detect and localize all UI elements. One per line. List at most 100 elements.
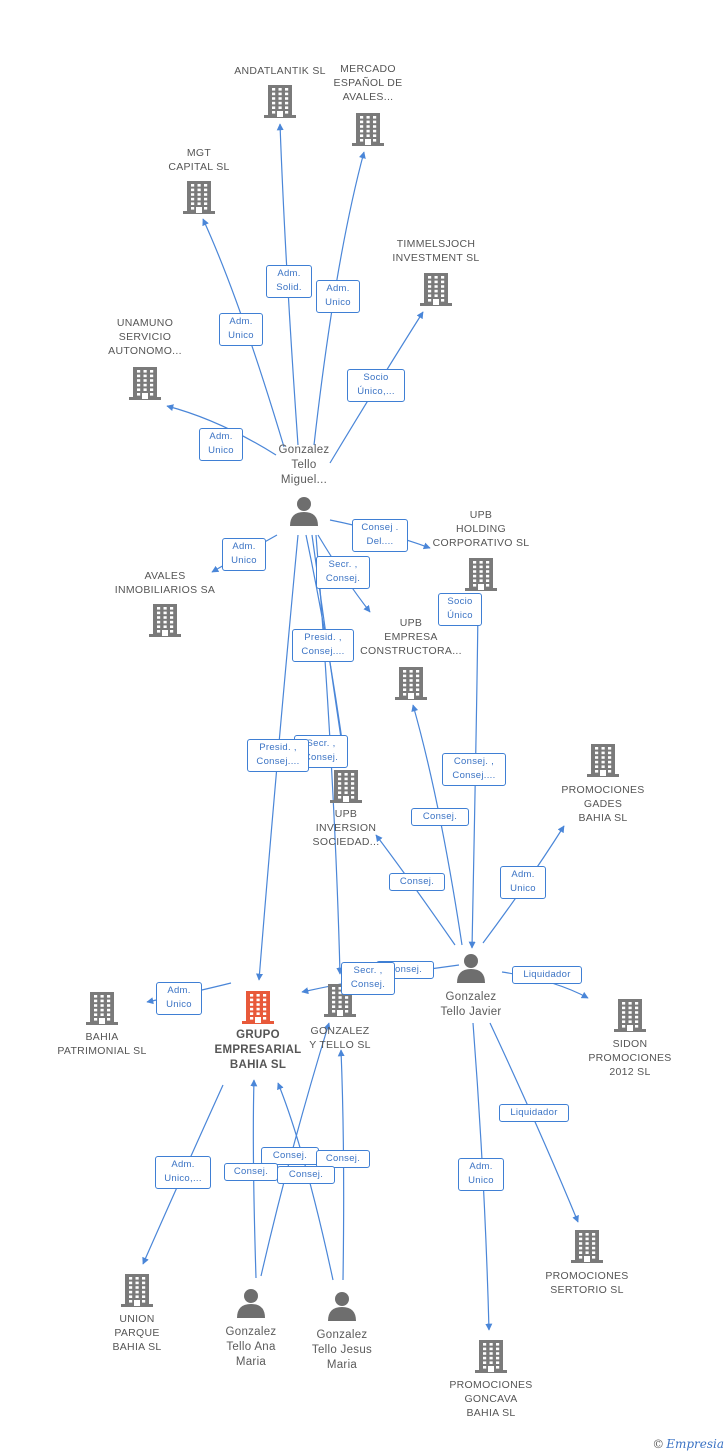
andatlantik-label[interactable]: ANDATLANTIK SL bbox=[205, 64, 355, 78]
edge-role-label-7[interactable]: Adm.Unico bbox=[222, 538, 266, 571]
unamuno-label-line: AUTONOMO... bbox=[108, 345, 182, 357]
jesus-label-line: Gonzalez bbox=[316, 1329, 368, 1341]
unamuno-building-icon[interactable] bbox=[129, 367, 161, 400]
edge-role-text: Unico bbox=[468, 1175, 494, 1186]
ana-label-line: Maria bbox=[235, 1356, 267, 1368]
goncava-label-line: BAHIA SL bbox=[466, 1407, 516, 1419]
timmels-building-icon[interactable] bbox=[420, 273, 452, 306]
andatlantik-label-line: ANDATLANTIK SL bbox=[234, 65, 326, 77]
sertorio-building-icon[interactable] bbox=[571, 1230, 603, 1263]
edge-role-label-18[interactable]: Secr. ,Consej. bbox=[341, 962, 395, 995]
edge-role-label-25[interactable]: Consej. bbox=[224, 1163, 278, 1181]
goncava-building-icon[interactable] bbox=[475, 1340, 507, 1373]
mercado-label-line: ESPAÑOL DE bbox=[333, 77, 403, 89]
andatlantik-building-icon[interactable] bbox=[264, 85, 296, 118]
edge-role-label-22[interactable]: Adm.Unico,... bbox=[155, 1156, 211, 1189]
ana-person-icon[interactable] bbox=[237, 1289, 265, 1318]
edge-role-text: Del.... bbox=[366, 536, 394, 547]
edge-role-text: Unico bbox=[510, 883, 536, 894]
jesus-label-line: Maria bbox=[326, 1359, 358, 1371]
edge-role-label-14[interactable]: Consej. bbox=[411, 808, 469, 826]
relation-edge-5 bbox=[166, 404, 277, 456]
bahiapat-building-icon[interactable] bbox=[86, 992, 118, 1025]
miguel-person-icon[interactable] bbox=[290, 497, 318, 526]
edge-role-text: Consej. bbox=[288, 1169, 324, 1180]
edge-role-text: Adm. bbox=[232, 541, 256, 552]
edge-role-label-19[interactable]: Adm.Unico bbox=[156, 982, 202, 1015]
upbconst-building-icon[interactable] bbox=[395, 667, 427, 700]
edge-role-text: Consej. bbox=[325, 573, 361, 584]
edge-role-label-5[interactable]: Adm.Unico bbox=[199, 428, 243, 461]
sertorio-label-line: SERTORIO SL bbox=[550, 1284, 624, 1296]
gyt-label-line: GONZALEZ bbox=[310, 1025, 370, 1037]
edge-role-label-6[interactable]: Consej . Del.... bbox=[352, 519, 408, 552]
edge-role-label-13[interactable]: Consej. , Consej.... bbox=[442, 753, 506, 786]
edge-role-label-16[interactable]: Consej. bbox=[389, 873, 445, 891]
edge-role-label-27[interactable]: Adm.Unico bbox=[458, 1158, 504, 1191]
edge-role-text: Adm. bbox=[229, 316, 253, 327]
mgt-building-icon[interactable] bbox=[183, 181, 215, 214]
javier-person-icon[interactable] bbox=[457, 954, 485, 983]
relation-edge-2 bbox=[313, 151, 366, 446]
edge-role-text: Consej. , bbox=[453, 756, 495, 767]
edge-role-label-1[interactable]: Adm.Solid. bbox=[266, 265, 312, 298]
edge-role-text: Consej . bbox=[361, 522, 399, 533]
edge-role-text: Consej.... bbox=[452, 770, 496, 781]
upbinv-building-icon[interactable] bbox=[330, 770, 362, 803]
jesus-label-line: Tello Jesus bbox=[311, 1344, 373, 1356]
upbinv-label-line: UPB bbox=[334, 808, 358, 820]
upbconst-label-line: UPB bbox=[399, 617, 423, 629]
goncava-label-line: GONCAVA bbox=[464, 1393, 518, 1405]
avales-label-line: INMOBILIARIOS SA bbox=[114, 584, 216, 596]
mercado-building-icon[interactable] bbox=[352, 113, 384, 146]
edge-role-text: Adm. bbox=[326, 283, 350, 294]
avales-building-icon[interactable] bbox=[149, 604, 181, 637]
sidon-building-icon[interactable] bbox=[614, 999, 646, 1032]
edge-role-label-10[interactable]: Presid. ,Consej.... bbox=[292, 629, 354, 662]
edge-role-label-26[interactable]: Consej. bbox=[277, 1166, 335, 1184]
unionparque-label-line: PARQUE bbox=[114, 1327, 160, 1339]
sidon-label-line: SIDON bbox=[612, 1038, 648, 1050]
edge-role-text: Adm. bbox=[511, 869, 535, 880]
gades-building-icon[interactable] bbox=[587, 744, 619, 777]
edge-role-label-15[interactable]: Adm. Unico bbox=[500, 866, 546, 899]
edge-role-label-20[interactable]: Liquidador bbox=[512, 966, 582, 984]
edge-role-text: Consej. bbox=[303, 752, 339, 763]
edge-role-label-2[interactable]: Adm.Unico bbox=[316, 280, 360, 313]
edge-role-label-24[interactable]: Consej. bbox=[316, 1150, 370, 1168]
unamuno-label-line: UNAMUNO bbox=[116, 317, 174, 329]
footer-brand[interactable]: ©Empresia bbox=[652, 1437, 724, 1451]
edge-role-label-3[interactable]: Adm.Unico bbox=[219, 313, 263, 346]
jesus-person-icon[interactable] bbox=[328, 1292, 356, 1321]
edge-role-label-21[interactable]: Liquidador bbox=[499, 1104, 569, 1122]
edge-role-label-23[interactable]: Consej. bbox=[261, 1147, 319, 1165]
upbinv-label-line: SOCIEDAD... bbox=[312, 836, 380, 848]
edge-role-label-8[interactable]: Secr. ,Consej. bbox=[316, 556, 370, 589]
edge-role-label-12[interactable]: Presid. ,Consej.... bbox=[247, 739, 309, 772]
upbholding-building-icon[interactable] bbox=[465, 558, 497, 591]
grupo-building-icon[interactable] bbox=[242, 991, 274, 1024]
unionparque-building-icon[interactable] bbox=[121, 1274, 153, 1307]
